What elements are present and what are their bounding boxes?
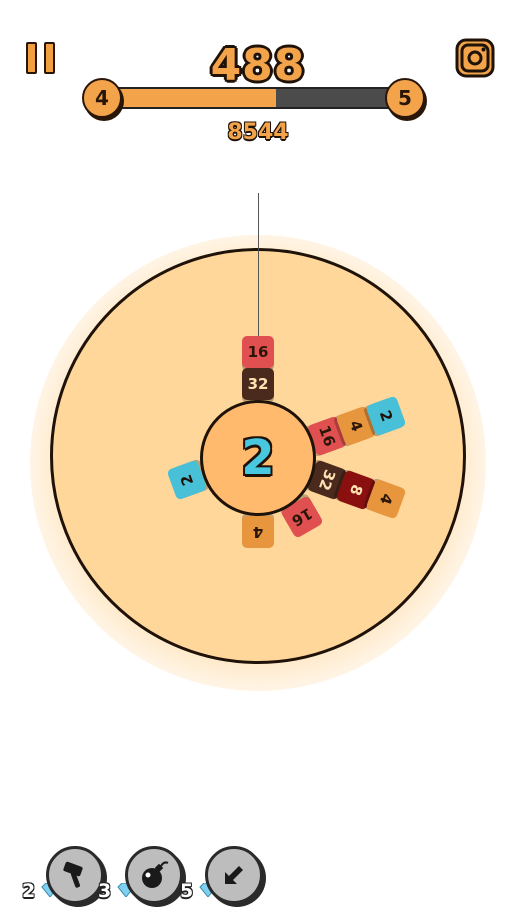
next-level-badge: 5 [385,78,425,118]
bomb-icon [142,861,169,888]
aim-line [258,193,259,338]
instagram-button[interactable] [455,38,495,78]
bomb-button[interactable] [125,846,183,904]
pause-button[interactable] [26,42,58,74]
center-disc: 2 [200,400,316,516]
hammer-button[interactable] [46,846,104,904]
pause-icon [26,42,37,74]
current-level-badge: 4 [82,78,122,118]
score: 488 [210,40,306,91]
best-score: 8544 [227,120,289,145]
center-value: 2 [241,430,275,486]
hammer-icon [63,861,83,888]
level-progress-bar [112,87,410,109]
instagram-icon [455,38,495,78]
level-progress-fill [112,89,276,107]
arrow-button[interactable] [205,846,263,904]
arrow-icon [225,866,243,884]
